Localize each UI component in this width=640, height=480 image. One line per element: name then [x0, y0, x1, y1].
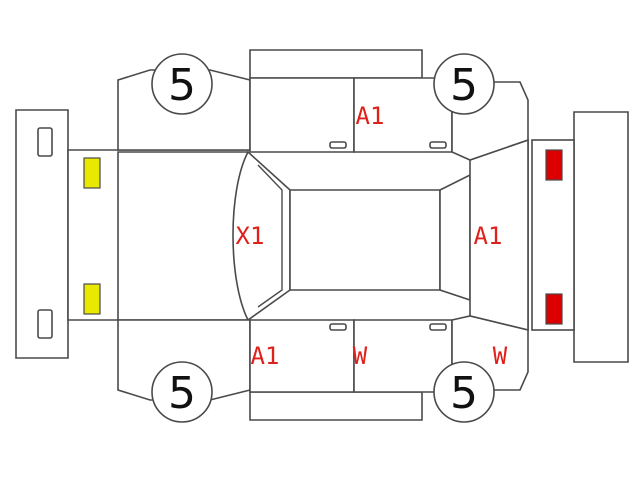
front-door-top	[249, 77, 355, 153]
tire-front-right: 5	[151, 361, 213, 423]
tire-rear-left: 5	[433, 53, 495, 115]
code-left-door: W	[353, 342, 368, 370]
tire-rear-right-rating: 5	[450, 368, 478, 419]
code-front-left-fender: A1	[251, 342, 280, 370]
rear-bumper	[573, 111, 629, 363]
door-handle-bottom-rear	[429, 323, 447, 331]
roof	[289, 189, 441, 291]
code-rear-glass: A1	[474, 222, 503, 250]
door-handle-top-front	[329, 141, 347, 149]
code-rear-left-quarter: W	[493, 342, 508, 370]
code-windshield: X1	[236, 222, 265, 250]
front-bumper-fog-slot-bottom	[37, 309, 53, 339]
tire-front-right-rating: 5	[168, 368, 196, 419]
front-lamp-bottom	[83, 283, 101, 315]
door-handle-bottom-front	[329, 323, 347, 331]
front-bumper-fog-slot-top	[37, 127, 53, 157]
code-roof-upper: A1	[356, 102, 385, 130]
rear-lamp-bottom	[545, 293, 563, 325]
roof-rail-bottom	[249, 391, 423, 421]
roof-rail-top	[249, 49, 423, 79]
front-bumper	[15, 109, 69, 359]
tire-rear-left-rating: 5	[450, 60, 478, 111]
tire-rear-right: 5	[433, 361, 495, 423]
front-lamp-top	[83, 157, 101, 189]
tire-front-left-rating: 5	[168, 60, 196, 111]
door-handle-top-rear	[429, 141, 447, 149]
rear-glass	[439, 173, 471, 302]
hood	[117, 151, 249, 321]
tire-front-left: 5	[151, 53, 213, 115]
rear-lamp-top	[545, 149, 563, 181]
